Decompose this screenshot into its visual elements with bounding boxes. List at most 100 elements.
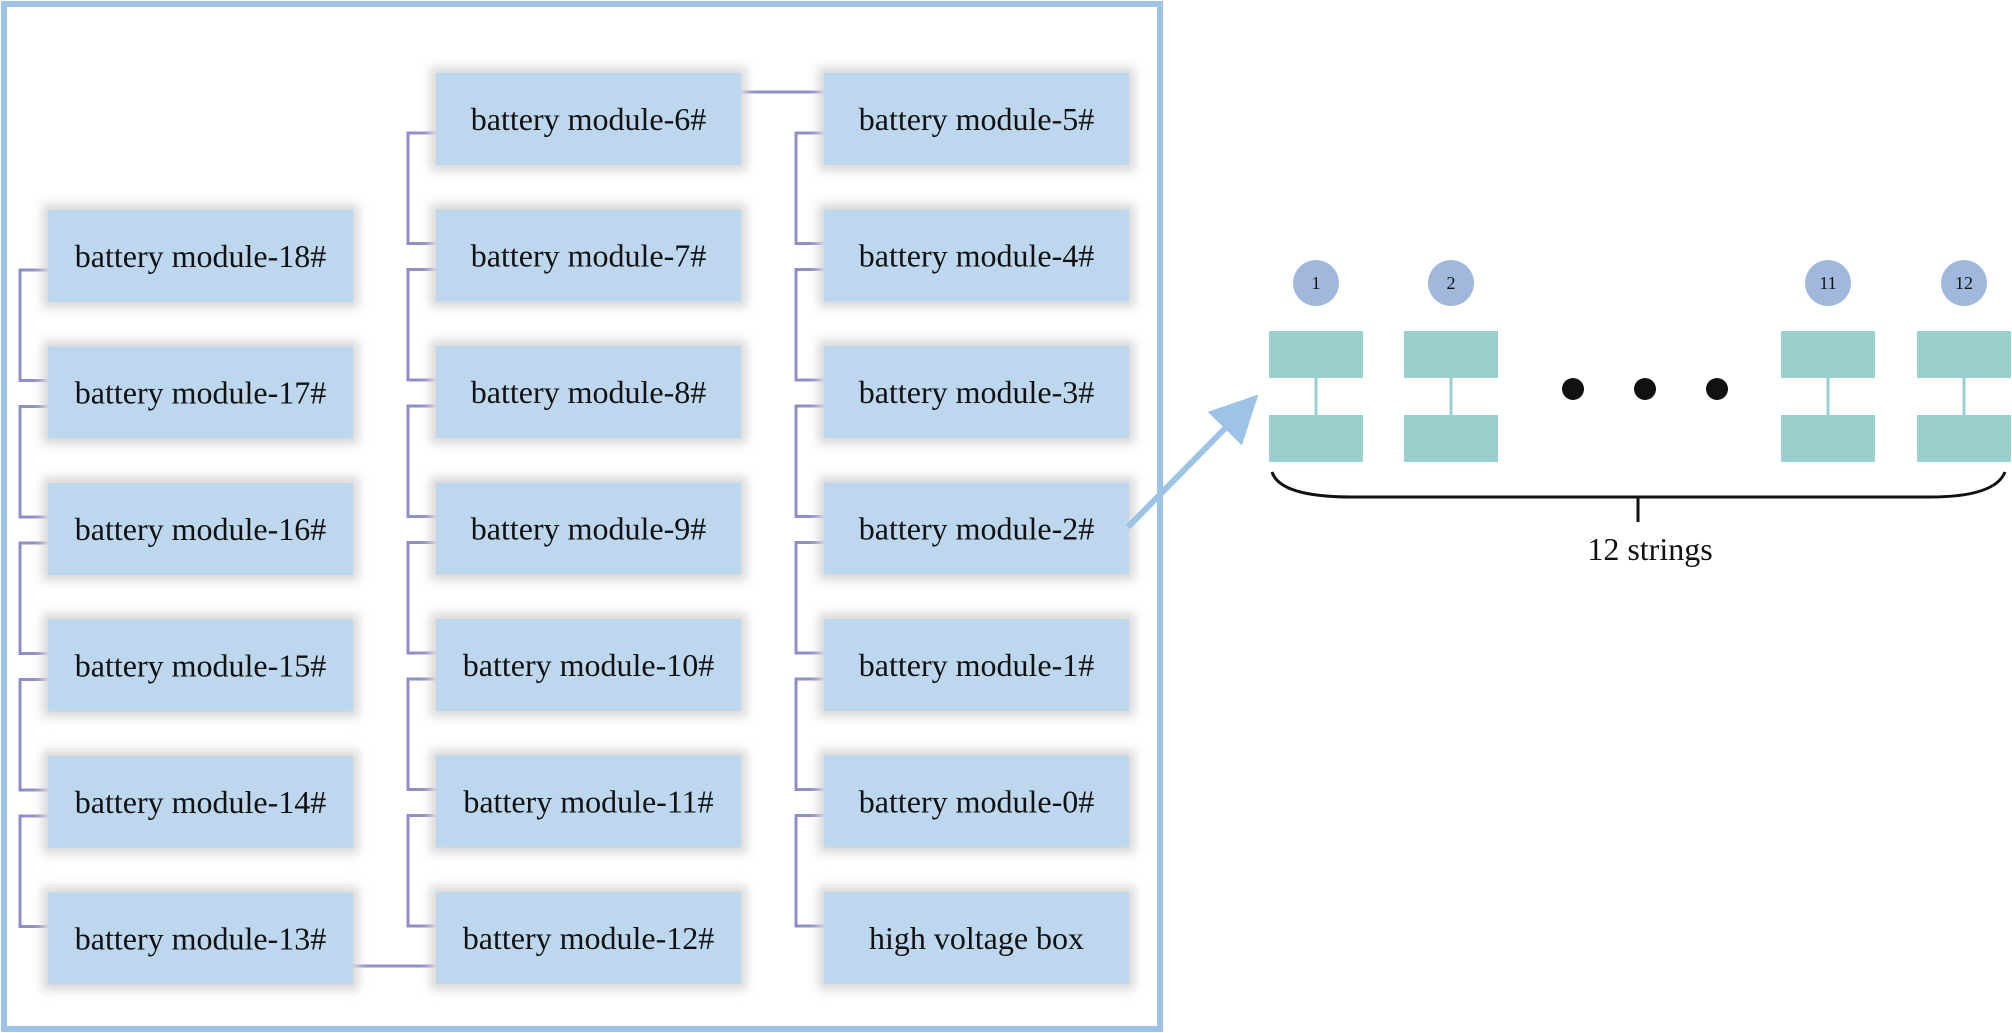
module-label: battery module-6#: [471, 101, 706, 137]
cell-bottom: [1404, 415, 1498, 462]
series-connector: [794, 677, 824, 791]
module-box: [48, 346, 353, 439]
cell-string: 1: [1269, 260, 1363, 462]
module-label: battery module-12#: [463, 920, 714, 956]
battery-module: battery module-18#: [42, 204, 359, 308]
module-label: battery module-15#: [75, 648, 326, 684]
cell-bottom: [1781, 415, 1875, 462]
cell-bottom: [1269, 415, 1363, 462]
battery-module: battery module-2#: [818, 476, 1135, 581]
module-box: [436, 755, 741, 848]
battery-module: battery module-0#: [818, 749, 1135, 854]
battery-module: high voltage box: [818, 886, 1135, 990]
module-box: [436, 892, 741, 984]
battery-module: battery module-5#: [818, 67, 1135, 171]
zoom-arrow: [1125, 394, 1259, 530]
series-connector: [406, 131, 436, 245]
module-label: battery module-17#: [75, 375, 326, 411]
battery-pack-frame: [1, 1, 1163, 1032]
string-number: 12: [1955, 273, 1973, 293]
string-number-badge: [1428, 260, 1474, 306]
battery-module: battery module-7#: [430, 203, 747, 308]
module-box: [436, 619, 741, 711]
module-box: [824, 73, 1129, 165]
module-label: battery module-16#: [75, 511, 326, 547]
module-box: [48, 619, 353, 712]
battery-module: battery module-11#: [430, 749, 747, 854]
module-label: battery module-9#: [471, 511, 706, 547]
string-number: 1: [1312, 273, 1321, 293]
module-label: battery module-14#: [75, 784, 326, 820]
battery-module: battery module-16#: [42, 477, 359, 581]
series-connector: [18, 678, 48, 792]
string-number: 2: [1447, 273, 1456, 293]
module-label: battery module-3#: [859, 374, 1094, 410]
series-connector: [406, 404, 436, 518]
battery-module: battery module-8#: [430, 340, 747, 444]
string-number: 11: [1819, 273, 1836, 293]
cell-string: 12: [1917, 260, 2011, 462]
string-number-badge: [1805, 260, 1851, 306]
module-box: [48, 756, 353, 848]
module-box: [824, 619, 1129, 711]
module-label: battery module-8#: [471, 374, 706, 410]
module-box: [824, 755, 1129, 848]
cell-top: [1781, 331, 1875, 378]
battery-module: battery module-14#: [42, 750, 359, 854]
battery-module: battery module-10#: [430, 613, 747, 717]
module-label: high voltage box: [869, 920, 1084, 956]
battery-module: battery module-1#: [818, 613, 1135, 717]
cell-top: [1269, 331, 1363, 378]
cell-top: [1917, 331, 2011, 378]
module-connectors: [18, 90, 824, 968]
series-connector: [406, 268, 436, 382]
module-label: battery module-10#: [463, 647, 714, 683]
series-connector: [794, 131, 824, 245]
module-box: [824, 346, 1129, 438]
module-label: battery module-13#: [75, 921, 326, 957]
module-box: [48, 892, 353, 985]
series-connector: [794, 541, 824, 655]
series-connector: [406, 677, 436, 791]
module-box: [824, 482, 1129, 575]
strings-brace: [1270, 471, 2007, 499]
series-connector: [18, 541, 48, 655]
module-box: [48, 483, 353, 575]
cell-string: 2: [1404, 260, 1498, 462]
module-label: battery module-2#: [859, 511, 1094, 547]
strings-label: 12 strings: [1587, 531, 1712, 567]
series-connector: [794, 814, 824, 928]
series-connector: [794, 404, 824, 518]
battery-module: battery module-4#: [818, 203, 1135, 308]
series-connector: [406, 814, 436, 928]
string-number-badge: [1293, 260, 1339, 306]
module-box: [824, 892, 1129, 984]
battery-modules: battery module-18# battery module-17# batt…: [42, 67, 1135, 991]
battery-module: battery module-13#: [42, 886, 359, 991]
cell-string: 11: [1781, 260, 1875, 462]
battery-module: battery module-15#: [42, 613, 359, 718]
cell-bottom: [1917, 415, 2011, 462]
module-box: [436, 73, 741, 165]
ellipsis-dot: [1634, 378, 1656, 400]
battery-module: battery module-12#: [430, 886, 747, 990]
module-box: [436, 482, 741, 575]
ellipsis-dot: [1562, 378, 1584, 400]
series-connector: [794, 268, 824, 382]
module-label: battery module-7#: [471, 238, 706, 274]
battery-module: battery module-3#: [818, 340, 1135, 444]
module-box: [48, 210, 353, 302]
cell-top: [1404, 331, 1498, 378]
series-connector: [18, 405, 48, 519]
string-number-badge: [1941, 260, 1987, 306]
module-label: battery module-11#: [463, 784, 713, 820]
battery-module: battery module-9#: [430, 476, 747, 581]
battery-module: battery module-6#: [430, 67, 747, 171]
module-label: battery module-1#: [859, 647, 1094, 683]
module-box: [824, 209, 1129, 302]
module-box: [436, 209, 741, 302]
series-connector: [18, 814, 48, 928]
series-connector: [18, 268, 48, 382]
module-label: battery module-5#: [859, 101, 1094, 137]
